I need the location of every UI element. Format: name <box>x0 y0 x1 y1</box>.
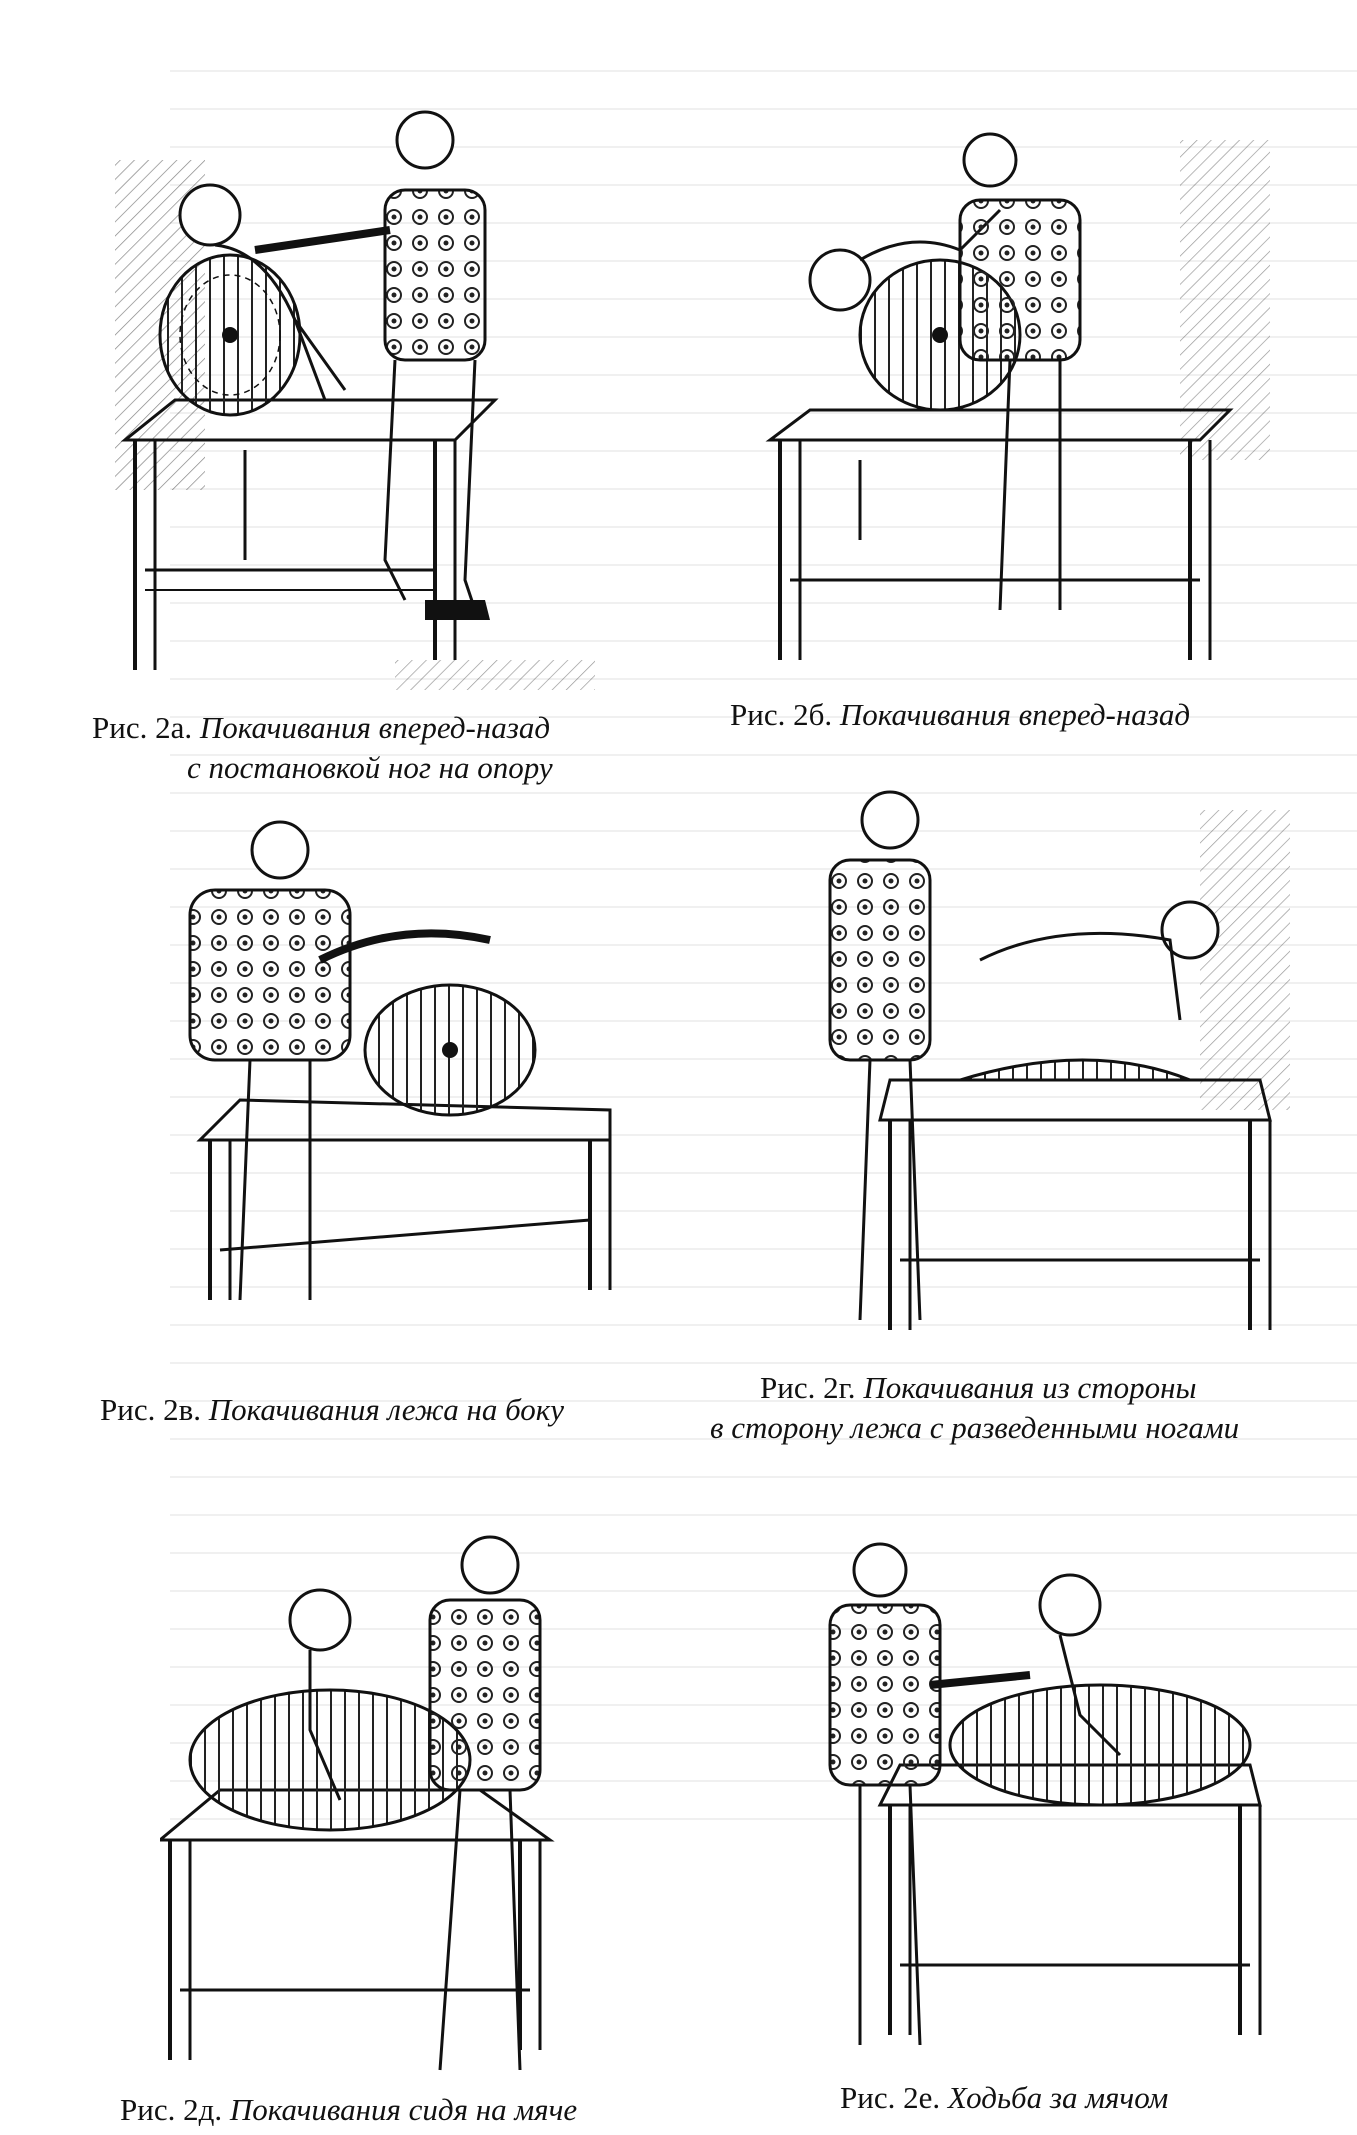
figure-2g-caption: Рис. 2г. Покачивания из стороны в сторон… <box>710 1368 1239 1448</box>
figure-caption-text: Покачивания лежа на боку <box>208 1392 565 1427</box>
figure-caption-text: Ходьба за мячом <box>947 2080 1169 2115</box>
figure-2d-drawing <box>160 1535 555 2071</box>
figure-2a-drawing <box>115 110 595 690</box>
figure-2b-drawing <box>765 132 1270 660</box>
figure-2v-drawing <box>188 820 612 1301</box>
figure-label: Рис. 2б. <box>730 697 833 732</box>
figure-2e <box>820 1515 1290 2060</box>
figure-2a-caption: Рис. 2а. Покачивания вперед-назад с пост… <box>92 708 553 788</box>
figure-label: Рис. 2в. <box>100 1392 201 1427</box>
figure-2g-drawing <box>828 790 1290 1330</box>
figure-caption-text: Покачивания вперед-назад <box>199 710 551 745</box>
figure-2g <box>800 790 1300 1350</box>
figure-2b-caption: Рис. 2б. Покачивания вперед-назад <box>730 695 1190 735</box>
figure-label: Рис. 2д. <box>120 2092 223 2127</box>
figure-2e-drawing <box>828 1542 1262 2046</box>
figure-caption-text: Покачивания сидя на мяче <box>229 2092 578 2127</box>
figure-label: Рис. 2е. <box>840 2080 941 2115</box>
figure-caption-text: Покачивания из стороны <box>863 1370 1197 1405</box>
figure-2e-caption: Рис. 2е. Ходьба за мячом <box>840 2078 1168 2118</box>
figure-2b <box>760 110 1280 670</box>
figure-2v-caption: Рис. 2в. Покачивания лежа на боку <box>100 1390 564 1430</box>
figure-caption-text-line2: с постановкой ног на опору <box>187 750 553 785</box>
figure-label: Рис. 2г. <box>760 1370 856 1405</box>
figure-caption-text-line2: в сторону лежа с разведенными ногами <box>710 1410 1240 1445</box>
figure-2d-caption: Рис. 2д. Покачивания сидя на мяче <box>120 2090 577 2130</box>
figure-caption-text: Покачивания вперед-назад <box>839 697 1191 732</box>
figure-2d <box>160 1500 610 2090</box>
figure-2a <box>95 100 615 700</box>
figure-label: Рис. 2а. <box>92 710 193 745</box>
figure-2v <box>180 800 630 1320</box>
